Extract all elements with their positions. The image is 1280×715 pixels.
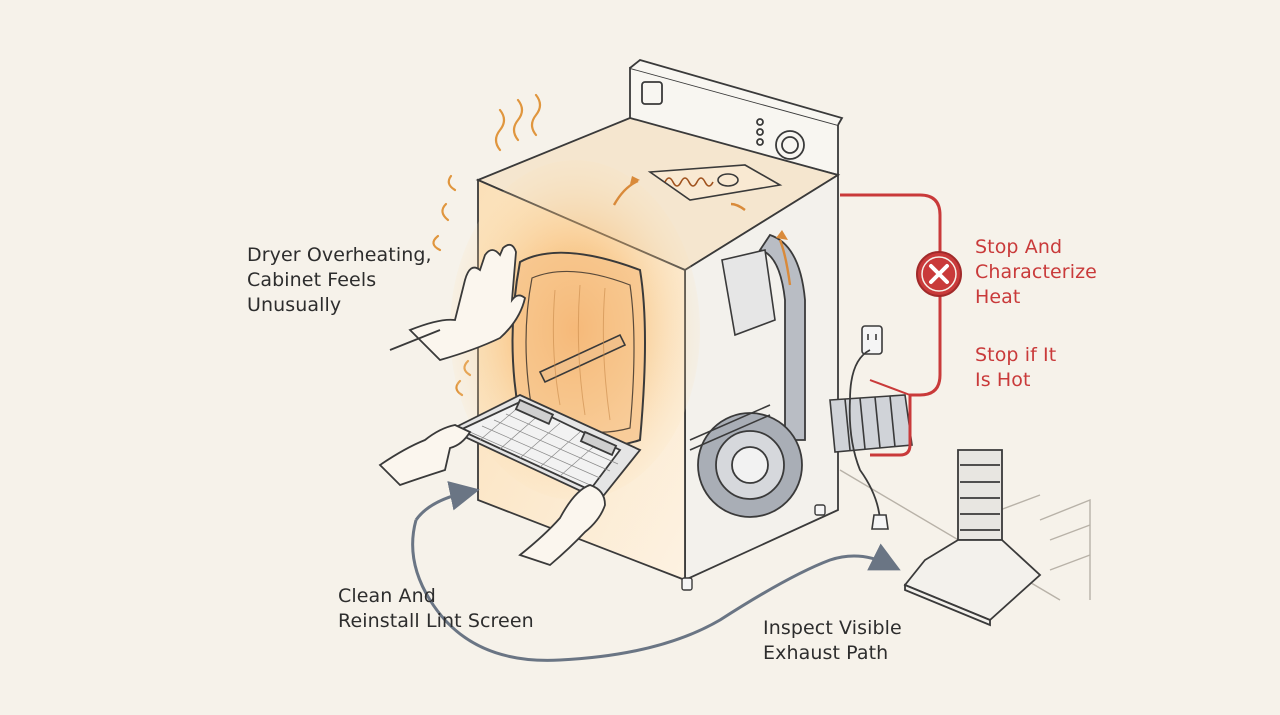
label-exhaust: Inspect Visible Exhaust Path [763,616,902,666]
label-characterize-line2: Characterize [975,261,1097,283]
exhaust-duct [829,394,913,453]
x-circle-icon [916,251,962,297]
label-overheating: Dryer Overheating, Cabinet Feels Unusual… [247,243,432,318]
wall-outlet [861,325,883,355]
lint-duct-panel [721,249,776,337]
label-exhaust-line1: Inspect Visible [763,617,902,639]
label-stop-hot: Stop if It Is Hot [975,343,1056,393]
label-stop-hot-line1: Stop if It [975,344,1057,366]
hand-holding-screen-right [518,484,606,567]
hand-touching-cabinet [389,243,526,362]
label-characterize-heat: Stop And Characterize Heat [975,235,1097,310]
label-overheating-line2: Cabinet Feels [247,269,377,291]
lint-arrow [414,481,480,521]
label-overheating-line1: Dryer Overheating, [247,244,432,266]
exhaust-vent [903,449,1042,627]
control-console [629,59,844,177]
blower-housing [697,233,806,518]
label-lint-screen-line1: Clean And [338,585,436,607]
label-lint-screen: Clean And Reinstall Lint Screen [338,584,534,634]
red-warning-line [840,193,942,457]
label-stop-hot-line2: Is Hot [975,369,1031,391]
label-exhaust-line2: Exhaust Path [763,642,889,664]
label-overheating-line3: Unusually [247,294,342,316]
power-cord [848,349,881,521]
lint-screen [447,394,642,502]
exhaust-arrow [411,519,901,662]
hand-holding-screen-left [378,424,472,487]
label-lint-screen-line2: Reinstall Lint Screen [338,610,534,632]
label-characterize-line1: Stop And [975,236,1063,258]
label-characterize-line3: Heat [975,286,1021,308]
heater-element [647,164,783,201]
